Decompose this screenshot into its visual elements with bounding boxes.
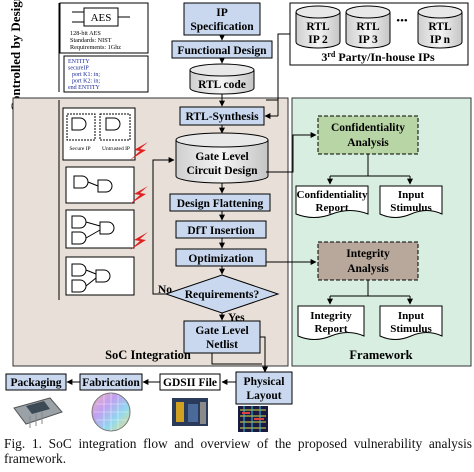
integrep-1-text: Report (315, 323, 348, 335)
code-3-text: port K2: in; (72, 79, 100, 85)
opt-text: Optimization (188, 253, 254, 265)
ip-cylinder-2: RTL IP 2 (295, 5, 341, 49)
rtlcode-text: RTL code (198, 79, 246, 91)
ipcap-main-text: 3 (321, 50, 327, 64)
input-stimulus-1: Input Stimulus (379, 185, 443, 218)
pack-text: Packaging (10, 377, 61, 389)
req-text: Requirements? (185, 289, 260, 301)
gdsii-text: GDSII File (163, 377, 217, 389)
phys-1-text: Layout (246, 390, 281, 402)
red-arrow-icon (130, 142, 148, 160)
ipcap-rest-text: Party/In-house IPs (335, 50, 435, 64)
flow-optimization: Optimization (175, 248, 267, 267)
fab-machine-image (172, 398, 208, 426)
vhdl-code-card: ENTITY secureIP port K1: in; port K2: in… (63, 55, 149, 93)
dft-text: DfT Insertion (187, 225, 255, 237)
ip2-0-text: RTL (428, 21, 452, 33)
flow-gdsii: GDSII File (159, 373, 221, 391)
flow-physical-layout: Physical Layout (235, 371, 293, 405)
code-4-text: end ENTITY (68, 85, 100, 91)
aes-0-text: 128-bit AES (70, 30, 101, 37)
funcdesign-text: Functional Design (177, 45, 267, 57)
stim2-1-text: Stimulus (390, 323, 432, 335)
flow-design-flattening: Design Flattening (169, 193, 271, 212)
ip-caption: 3rd Party/In-house IPs (321, 50, 435, 64)
code-2-text: port K1: in; (72, 72, 100, 78)
flow-dft-insertion: DfT Insertion (175, 220, 267, 239)
ip0-1-text: IP 2 (308, 34, 328, 46)
rtlsyn-text: RTL-Synthesis (185, 111, 259, 123)
secure-text: Secure IP (69, 146, 90, 152)
flow-rtl-synthesis: RTL-Synthesis (179, 106, 265, 126)
ip2-1-text: IP n (430, 34, 451, 46)
netlist-to-layout-arrow (260, 336, 268, 373)
code-0-text: ENTITY (68, 59, 90, 65)
confrep-1-text: Report (316, 202, 349, 214)
flow-rtl-code: RTL code (189, 63, 255, 95)
wafer-image (91, 392, 131, 432)
flow-functional-design: Functional Design (171, 40, 273, 59)
chip-package-image (13, 397, 63, 428)
no-loop-arrow (152, 157, 175, 295)
flow-packaging: Packaging (5, 373, 67, 391)
gate-0-text: Gate Level (195, 151, 248, 163)
ip-to-synthesis-line (266, 33, 290, 101)
fab-text: Fabrication (82, 377, 140, 389)
aes-1-text: Standards: NIST (70, 37, 112, 44)
ip-cylinder-3: RTL IP 3 (345, 5, 391, 49)
aes-2-text: Requirements: 1Ghz (70, 44, 121, 51)
stim2-0-text: Input (398, 310, 425, 322)
figure-caption: Fig. 1. SoC integration flow and overvie… (4, 436, 472, 466)
flow-netlist: Gate Level Netlist (183, 320, 261, 354)
ip1-0-text: RTL (356, 21, 380, 33)
integrity-analysis: Integrity Analysis (317, 241, 419, 281)
integrity-report: Integrity Report (297, 305, 365, 340)
no-text: No (158, 284, 172, 296)
code-1-text: secureIP (68, 66, 89, 72)
confidentiality-report: Confidentiality Report (295, 185, 369, 218)
third-party-ips: RTL IP 2 RTL IP 3 ••• RTL IP n 3rd Party… (289, 2, 469, 66)
aes-spec-card: AES 128-bit AES Standards: NIST Requirem… (59, 2, 149, 54)
conf-1-text: Analysis (347, 137, 389, 149)
stim1-1-text: Stimulus (390, 202, 432, 214)
soc-text: SoC Integration (105, 348, 191, 362)
confrep-0-text: Confidentiality (297, 189, 368, 201)
gate-to-confidentiality-arrow (266, 132, 317, 173)
netlist-1-text: Netlist (206, 339, 238, 351)
conf-0-text: Confidentiality (331, 122, 405, 134)
ipspec-1-text: Specification (190, 21, 254, 33)
integrep-0-text: Integrity (310, 310, 352, 322)
integ-0-text: Integrity (346, 248, 390, 260)
ipspec-0-text: IP (216, 7, 228, 19)
attack-arrows (130, 142, 148, 250)
untrusted-text: Untrusted IP (102, 146, 130, 152)
designer-label: Controlled by Designer (8, 0, 23, 112)
red-arrow-icon (130, 186, 148, 204)
netlist-thumbnails: Secure IP Untrusted IP (62, 107, 136, 296)
stim1-0-text: Input (398, 189, 425, 201)
input-stimulus-2: Input Stimulus (379, 305, 443, 340)
framework-text: Framework (349, 348, 412, 362)
flow-gate-level-design: Gate Level Circuit Design (175, 132, 269, 184)
netlist-to-soc-arrow (211, 353, 262, 365)
ip1-1-text: IP 3 (358, 34, 378, 46)
red-arrow-icon (130, 232, 148, 250)
gate-1-text: Circuit Design (186, 165, 258, 177)
designer-text: Controlled by Designer (8, 0, 23, 112)
flow-fabrication: Fabrication (79, 373, 143, 391)
ip-cylinder-n: RTL IP n (417, 5, 463, 49)
netlist-0-text: Gate Level (195, 325, 248, 337)
flatten-text: Design Flattening (177, 198, 264, 210)
phys-0-text: Physical (244, 376, 285, 388)
confidentiality-analysis: Confidentiality Analysis (317, 115, 419, 155)
aes-text: AES (91, 12, 112, 24)
ellipsis-text: ••• (396, 15, 408, 27)
ip0-0-text: RTL (306, 21, 330, 33)
layout-image (238, 406, 268, 432)
flow-ip-spec: IP Specification (183, 2, 261, 36)
ipcap-sup-text: rd (327, 50, 336, 59)
integ-1-text: Analysis (347, 263, 389, 275)
